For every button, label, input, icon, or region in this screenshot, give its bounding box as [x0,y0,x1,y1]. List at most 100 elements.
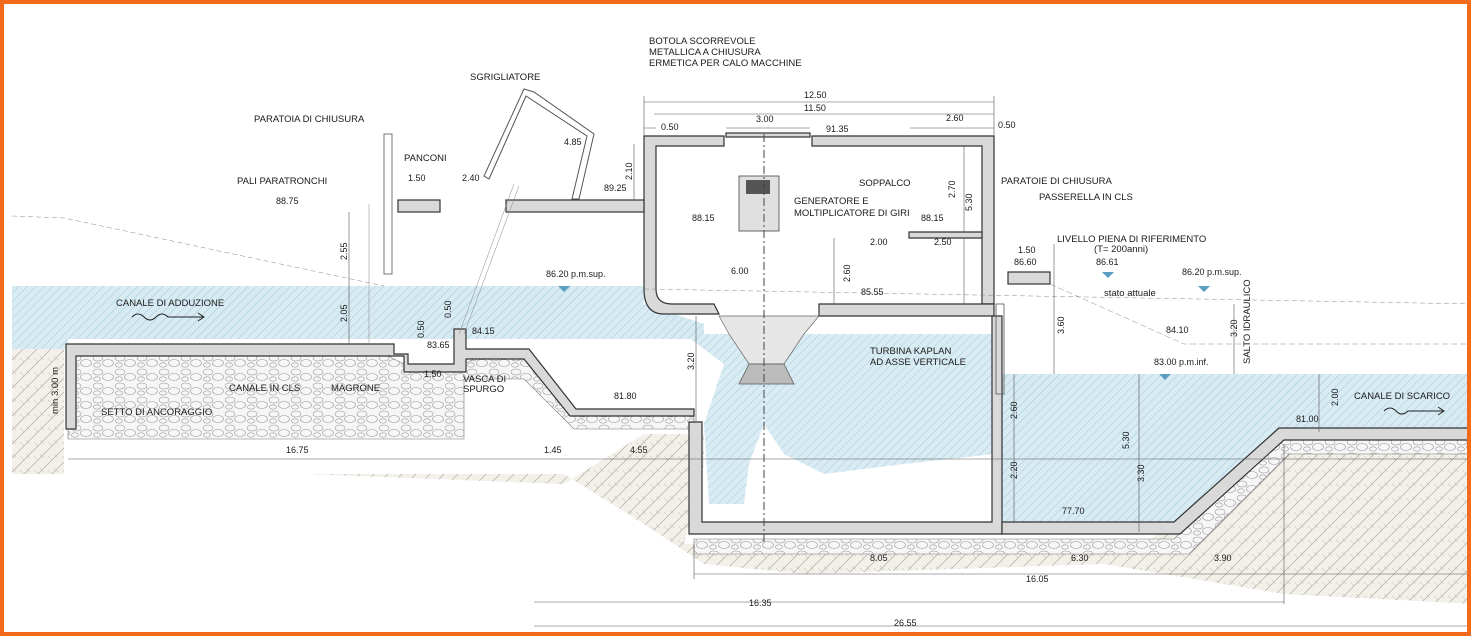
level-88-15-right: 88.15 [921,213,944,223]
generator-top [746,180,770,194]
label-livello-2: (T= 200anni) [1094,244,1148,255]
soppalco-slab [908,231,983,239]
dim-16-75: 16.75 [286,445,309,455]
label-botola-3: ERMETICA PER CALO MACCHINE [649,58,802,69]
level-85-55: 85.55 [861,287,884,297]
dim-top-lines [643,96,995,136]
level-89-25: 89.25 [604,183,627,193]
machine-floor [818,303,995,317]
label-canale-scarico: CANALE DI SCARICO [1354,391,1450,402]
level-84-15: 84.15 [472,326,495,336]
dim-bottom-lines [68,444,1467,627]
label-vasca-1: VASCA DI [463,374,506,385]
dim-11-50: 11.50 [804,103,826,113]
level-81-80: 81.80 [614,391,637,401]
label-pali: PALI PARATRONCHI [237,176,327,187]
inflow-arrow-icon [131,312,205,322]
dim-3-90: 3.90 [1214,553,1232,563]
label-canale-cls: CANALE IN CLS [229,383,300,394]
label-turbina-2: AD ASSE VERTICALE [870,357,966,368]
label-soppalco: SOPPALCO [859,178,911,189]
dim-2-55: 2.55 [339,242,349,260]
kaplan-runner [738,363,795,385]
label-magrone: MAGRONE [331,383,380,394]
dim-8-05: 8.05 [870,553,888,563]
level-84-10: 84.10 [1166,325,1189,335]
level-86-20-up: 86.20 p.m.sup. [546,269,606,279]
label-setto: SETTO DI ANCORAGGIO [101,407,212,418]
outflow-arrow-icon [1383,406,1445,416]
level-83-00: 83.00 p.m.inf. [1154,357,1209,367]
dim-2-60-tail: 2.60 [1009,401,1019,419]
powerhouse-roof-right [811,135,995,305]
level-81-00: 81.00 [1296,414,1319,424]
label-botola-2: METALLICA A CHIUSURA [649,47,761,58]
adduction-channel-wall [65,328,695,430]
label-min-3m: min 3.00 m [50,367,61,414]
dim-16-05: 16.05 [1026,574,1049,584]
dim-2-10: 2.10 [624,162,634,180]
dim-2-40: 2.40 [462,173,480,183]
level-86-20-down: 86.20 p.m.sup. [1182,267,1242,277]
trash-rack [458,183,515,335]
original-terrain-line [11,215,1467,305]
dim-2-20: 2.20 [1009,461,1019,479]
dim-3-20-turbine: 3.20 [686,352,696,370]
dim-4-55: 4.55 [630,445,648,455]
intake-deck [505,199,645,213]
sluice-gate-left [383,133,393,275]
dim-0-50-right: 0.50 [998,120,1016,130]
powerhouse-left-wall [643,135,725,315]
dim-16-35: 16.35 [749,598,772,608]
walkway-slab [1007,271,1051,285]
dim-3-30: 3.30 [1136,464,1146,482]
sluice-gate-right [995,303,1005,395]
label-vasca-2: SPURGO [463,384,504,395]
level-77-70: 77.70 [1062,506,1085,516]
cross-section-drawing: BOTOLA SCORREVOLE METALLICA A CHIUSURA E… [11,36,1467,628]
level-86-61: 86.61 [1096,257,1119,267]
label-passerella: PASSERELLA IN CLS [1039,192,1133,203]
dim-5-30-tail: 5.30 [1121,431,1131,449]
label-sgrigliatore: SGRIGLIATORE [470,72,540,83]
dim-26-55: 26.55 [894,618,917,628]
screen-cleaner-arm [483,88,595,200]
label-botola-1: BOTOLA SCORREVOLE [649,36,755,47]
label-livello-1: LIVELLO PIENA DI RIFERIMENTO [1057,234,1206,245]
magrone-bedding [67,353,695,440]
level-86-60: 86.60 [1014,257,1037,267]
panconi-slab [397,199,441,213]
dim-3-00: 3.00 [756,114,774,124]
dim-5-30-room: 5.30 [964,193,974,211]
tailwater [994,374,1467,534]
label-generatore-1: GENERATORE E [794,196,869,207]
label-paratoie: PARATOIE DI CHIUSURA [1001,176,1113,187]
label-turbina-1: TURBINA KAPLAN [870,346,951,357]
tailrace-wall [1001,427,1467,535]
dim-1-45: 1.45 [544,445,562,455]
dim-1-50-walkway: 1.50 [1018,245,1036,255]
dim-vertical-lines [348,144,1320,532]
dim-2-50: 2.50 [934,237,952,247]
dim-6-00: 6.00 [731,266,749,276]
dim-2-70: 2.70 [947,180,957,198]
existing-state-line [1049,283,1467,345]
label-generatore-2: MOLTIPLICATORE DI GIRI [794,208,910,219]
level-83-65: 83.65 [427,340,450,350]
draft-tube-structure [688,315,1003,535]
dim-4-85: 4.85 [564,137,582,147]
dim-2-60-top: 2.60 [946,113,964,123]
trapdoor [725,132,811,138]
dim-3-20-salto: 3.20 [1229,319,1239,337]
label-stato-attuale: stato attuale [1104,288,1156,299]
dim-0-50-a: 0.50 [416,320,426,338]
label-canale-adduzione: CANALE DI ADDUZIONE [116,298,224,309]
upstream-water [12,286,704,349]
label-salto-idraulico: SALTO IDRAULICO [1242,279,1253,364]
dim-1-50-vasca: 1.50 [424,369,442,379]
label-paratoia: PARATOIA DI CHIUSURA [254,114,365,125]
dim-3-60: 3.60 [1056,316,1066,334]
dim-2-00-tail: 2.00 [1330,388,1340,406]
dim-1-50-panconi: 1.50 [408,173,426,183]
